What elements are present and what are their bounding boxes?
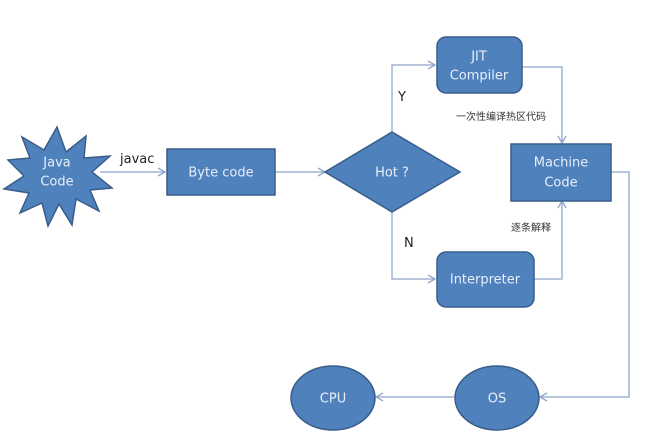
edge-machine-to-os: [538, 171, 630, 402]
os-ellipse: [454, 365, 540, 431]
starburst-shape: [1, 125, 114, 229]
machine-code-box: [510, 143, 612, 202]
byte-code-label: Byte code: [188, 166, 253, 181]
edge-label-yes: Y: [397, 90, 406, 105]
node-byte-code[interactable]: Byte code: [166, 148, 276, 196]
machine-code-line2: Code: [544, 176, 577, 191]
jit-line2: Compiler: [450, 69, 509, 84]
edge-jit-to-machine: [522, 66, 567, 145]
java-code-line2: Code: [40, 175, 73, 190]
edge-hot-to-jit: [391, 60, 437, 132]
node-hot[interactable]: Hot ?: [323, 131, 462, 213]
interpreter-label: Interpreter: [450, 273, 521, 288]
interpreter-box: [436, 251, 535, 308]
cpu-label: CPU: [320, 392, 346, 407]
edges: [100, 60, 630, 402]
edge-label-jit-note: 一次性编译热区代码: [456, 110, 546, 123]
os-label: OS: [488, 392, 506, 407]
node-cpu[interactable]: CPU: [290, 365, 376, 431]
node-machine-code[interactable]: Machine Code: [510, 143, 612, 202]
edge-label-no: N: [404, 236, 414, 251]
node-os[interactable]: OS: [454, 365, 540, 431]
node-java-code[interactable]: Java Code: [1, 125, 114, 229]
jit-box: [436, 36, 523, 94]
edge-hot-to-interpreter: [391, 212, 437, 284]
node-interpreter[interactable]: Interpreter: [436, 251, 535, 308]
edge-label-interp-note: 逐条解释: [511, 221, 551, 234]
jit-line1: JIT: [470, 50, 487, 65]
edge-label-javac: javac: [119, 152, 154, 167]
node-jit-compiler[interactable]: JIT Compiler: [436, 36, 523, 94]
byte-code-box: [166, 148, 276, 196]
hot-label: Hot ?: [375, 166, 409, 181]
machine-code-line1: Machine: [534, 156, 588, 171]
hot-diamond: [323, 131, 462, 213]
edge-interpreter-to-machine: [534, 199, 567, 280]
cpu-ellipse: [290, 365, 376, 431]
java-code-line1: Java: [42, 156, 70, 171]
